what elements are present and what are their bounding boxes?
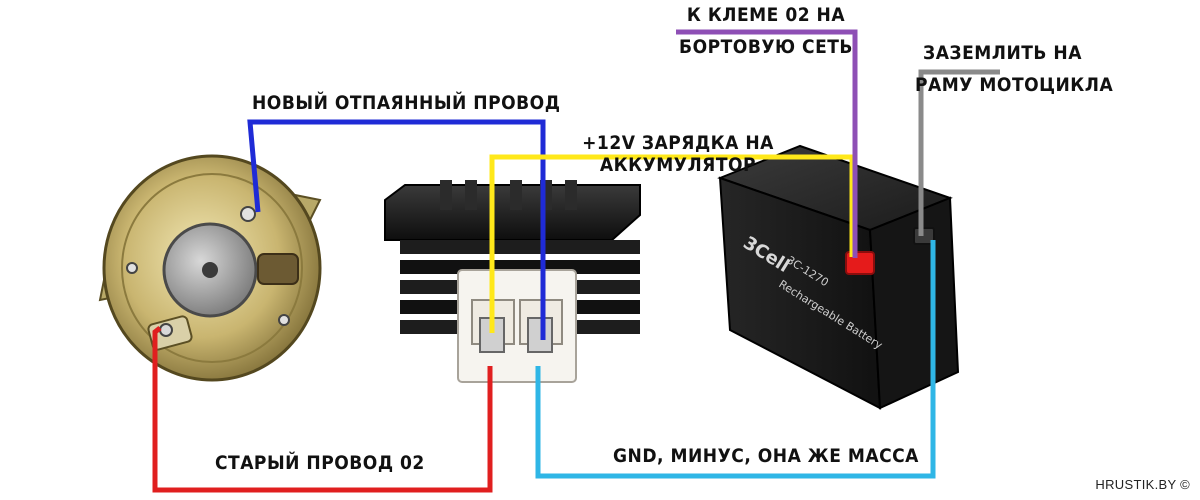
credit-text: HRUSTIK.BY © <box>1095 477 1190 492</box>
wire-purple <box>676 29 858 258</box>
label-ground-line1: ЗАЗЕМЛИТЬ НА <box>923 42 1082 64</box>
label-ground-line2: РАМУ МОТОЦИКЛА <box>915 74 1114 96</box>
label-gnd: GND, МИНУС, ОНА ЖЕ МАССА <box>613 445 919 467</box>
wire-red <box>152 326 493 493</box>
label-terminal: К КЛЕМЕ 02 НА БОРТОВУЮ СЕТЬ <box>666 4 866 58</box>
battery: 3Cell 3C-1270 Rechargeable Battery <box>717 144 960 410</box>
wire-blue <box>247 119 546 340</box>
wire-cyan <box>535 240 936 479</box>
wire-gray <box>918 69 1000 236</box>
label-terminal-line1: К КЛЕМЕ 02 НА <box>686 4 846 26</box>
label-new-wire: НОВЫЙ ОТПАЯННЫЙ ПРОВОД <box>252 92 561 114</box>
label-ground: ЗАЗЕМЛИТЬ НА РАМУ МОТОЦИКЛА <box>915 42 1114 96</box>
label-charge-line1: +12V ЗАРЯДКА НА <box>582 132 774 154</box>
label-charge-line2: АККУМУЛЯТОР <box>599 154 757 176</box>
voltage-regulator <box>384 180 641 383</box>
label-charge: +12V ЗАРЯДКА НА АККУМУЛЯТОР <box>548 132 808 176</box>
wire-yellow <box>489 154 855 333</box>
stator-generator <box>98 154 322 382</box>
label-old-wire: СТАРЫЙ ПРОВОД 02 <box>215 452 425 474</box>
label-terminal-line2: БОРТОВУЮ СЕТЬ <box>679 36 853 58</box>
